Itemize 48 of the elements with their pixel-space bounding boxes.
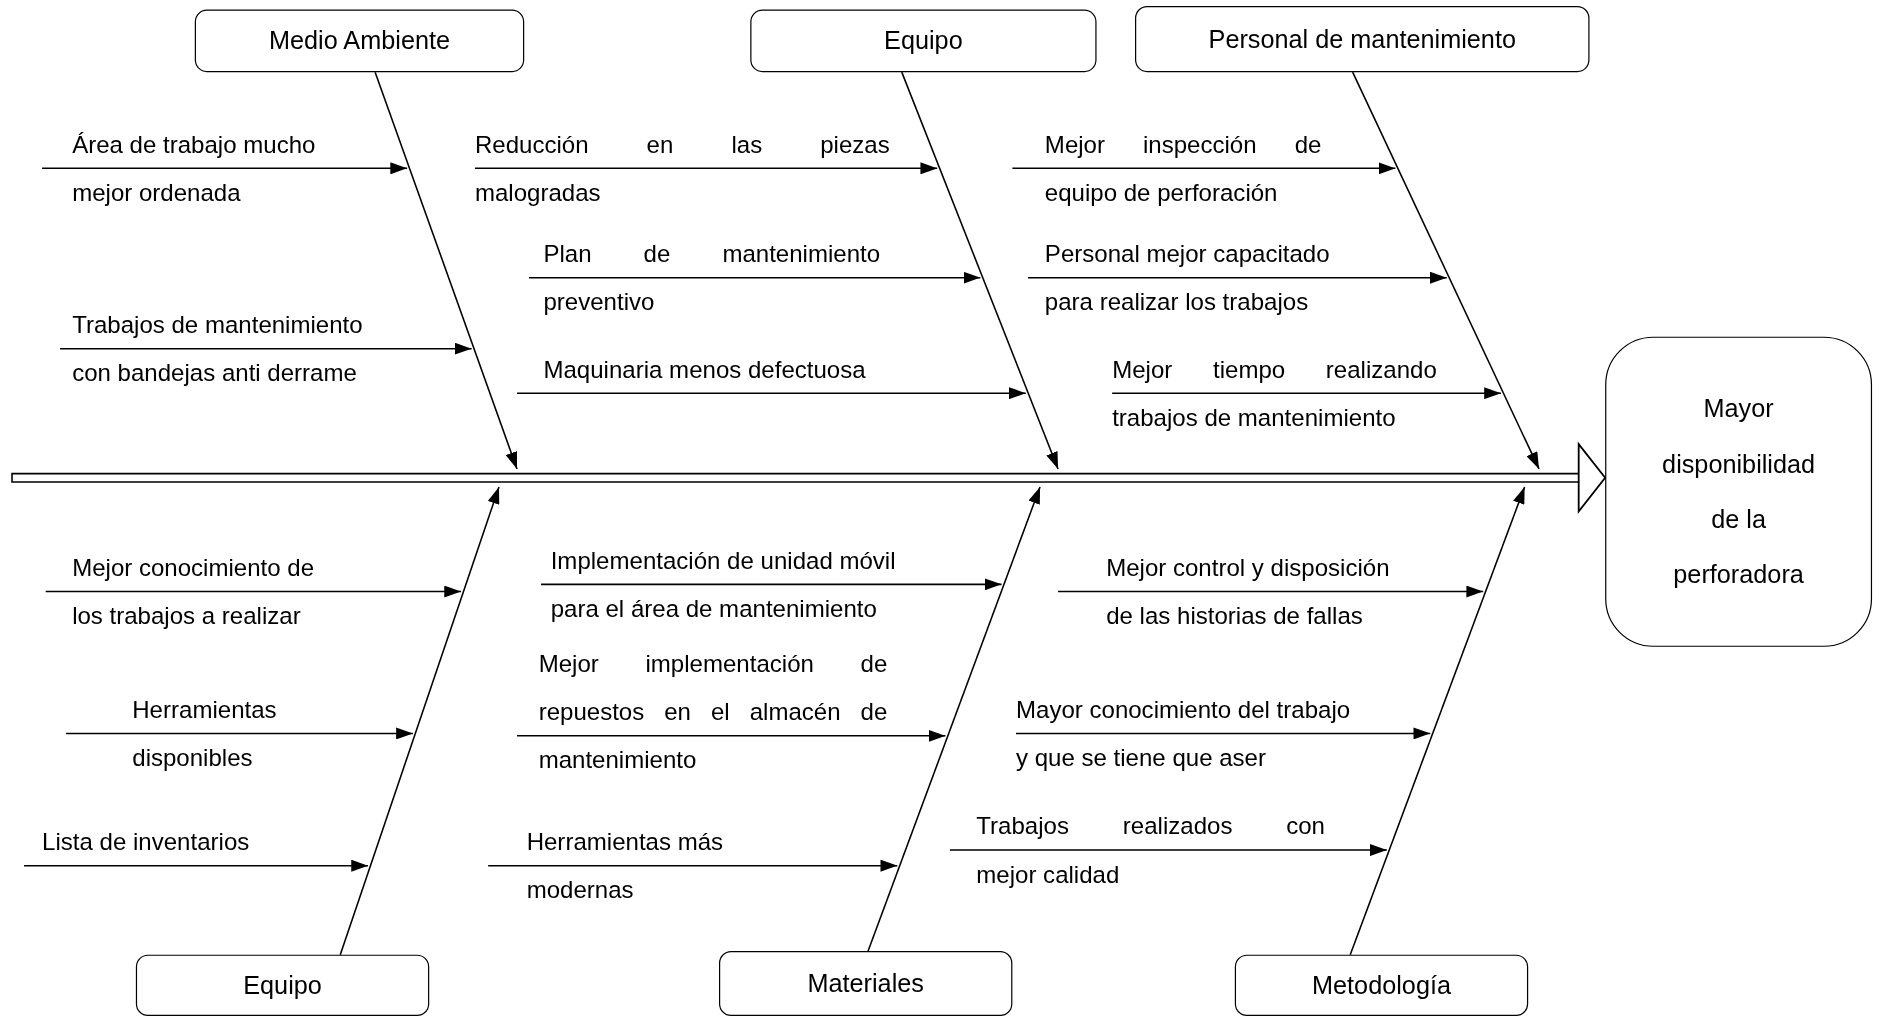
category-box: Equipo: [750, 9, 1097, 73]
cause-text: Mejor inspección de equipo de perforación: [1012, 120, 1322, 217]
cause-text: Mejor tiempo realizando trabajos de mantenimiento: [1112, 345, 1437, 442]
arrow: [1111, 387, 1502, 400]
category-box: Personal de mantenimiento: [1135, 6, 1590, 73]
arrow: [528, 271, 982, 284]
cause-text: Mejor conocimiento de los trabajos a realizar: [45, 543, 397, 640]
cause-text: Herramientas disponibles: [66, 685, 337, 782]
effect-box: Mayor disponibilidad de la perforadora: [1605, 336, 1873, 647]
cause-text: Mejor implementación de repuestos en el almacén de mantenimiento: [517, 639, 888, 784]
arrow: [1015, 727, 1432, 740]
cause-text: Trabajos realizados con mejor calidad: [949, 801, 1325, 899]
arrow: [23, 859, 369, 872]
cause-text: Trabajos de mantenimiento con bandejas anti derrame: [60, 300, 397, 397]
cause-text: Implementación de unidad móvil para el área de mantenimiento: [541, 536, 960, 633]
arrow: [59, 342, 473, 355]
category-box: Equipo: [135, 954, 430, 1016]
cause-text: Personal mejor capacitado para realizar los trabajos: [1028, 229, 1388, 326]
bone-arrow: [374, 71, 518, 470]
arrow: [516, 387, 1027, 400]
cause-text: Herramientas más modernas: [488, 817, 804, 914]
arrow: [474, 162, 939, 175]
cause-text: Mejor control y disposición de las historias de fallas: [1058, 543, 1443, 640]
arrow: [65, 727, 414, 740]
bone-arrow: [901, 71, 1059, 470]
category-box: Metodología: [1234, 954, 1529, 1016]
arrow: [1011, 162, 1397, 175]
category-box: Materiales: [719, 951, 1013, 1016]
bone-arrow: [1351, 71, 1540, 470]
spine-arrow: [11, 443, 1607, 513]
arrow: [949, 844, 1388, 857]
arrow: [487, 859, 899, 872]
cause-text: Maquinaria menos defectuosa: [517, 345, 905, 394]
arrow: [44, 585, 462, 598]
category-box: Medio Ambiente: [194, 9, 525, 73]
cause-text: Lista de inventarios: [24, 817, 295, 866]
arrow: [1057, 585, 1484, 598]
arrow: [41, 162, 408, 175]
cause-text: Mayor conocimiento del trabajo y que se tiene que aser: [1016, 685, 1389, 782]
bone-arrow: [339, 486, 500, 956]
arrow: [1027, 271, 1448, 284]
cause-text: Plan de mantenimiento preventivo: [529, 229, 881, 326]
bone-arrow: [867, 486, 1041, 952]
arrow: [540, 578, 1003, 591]
arrow: [516, 729, 947, 742]
cause-text: Área de trabajo mucho mejor ordenada: [42, 120, 349, 217]
bone-arrow: [1349, 486, 1526, 956]
cause-text: Reducción en las piezas malogradas: [474, 120, 890, 217]
